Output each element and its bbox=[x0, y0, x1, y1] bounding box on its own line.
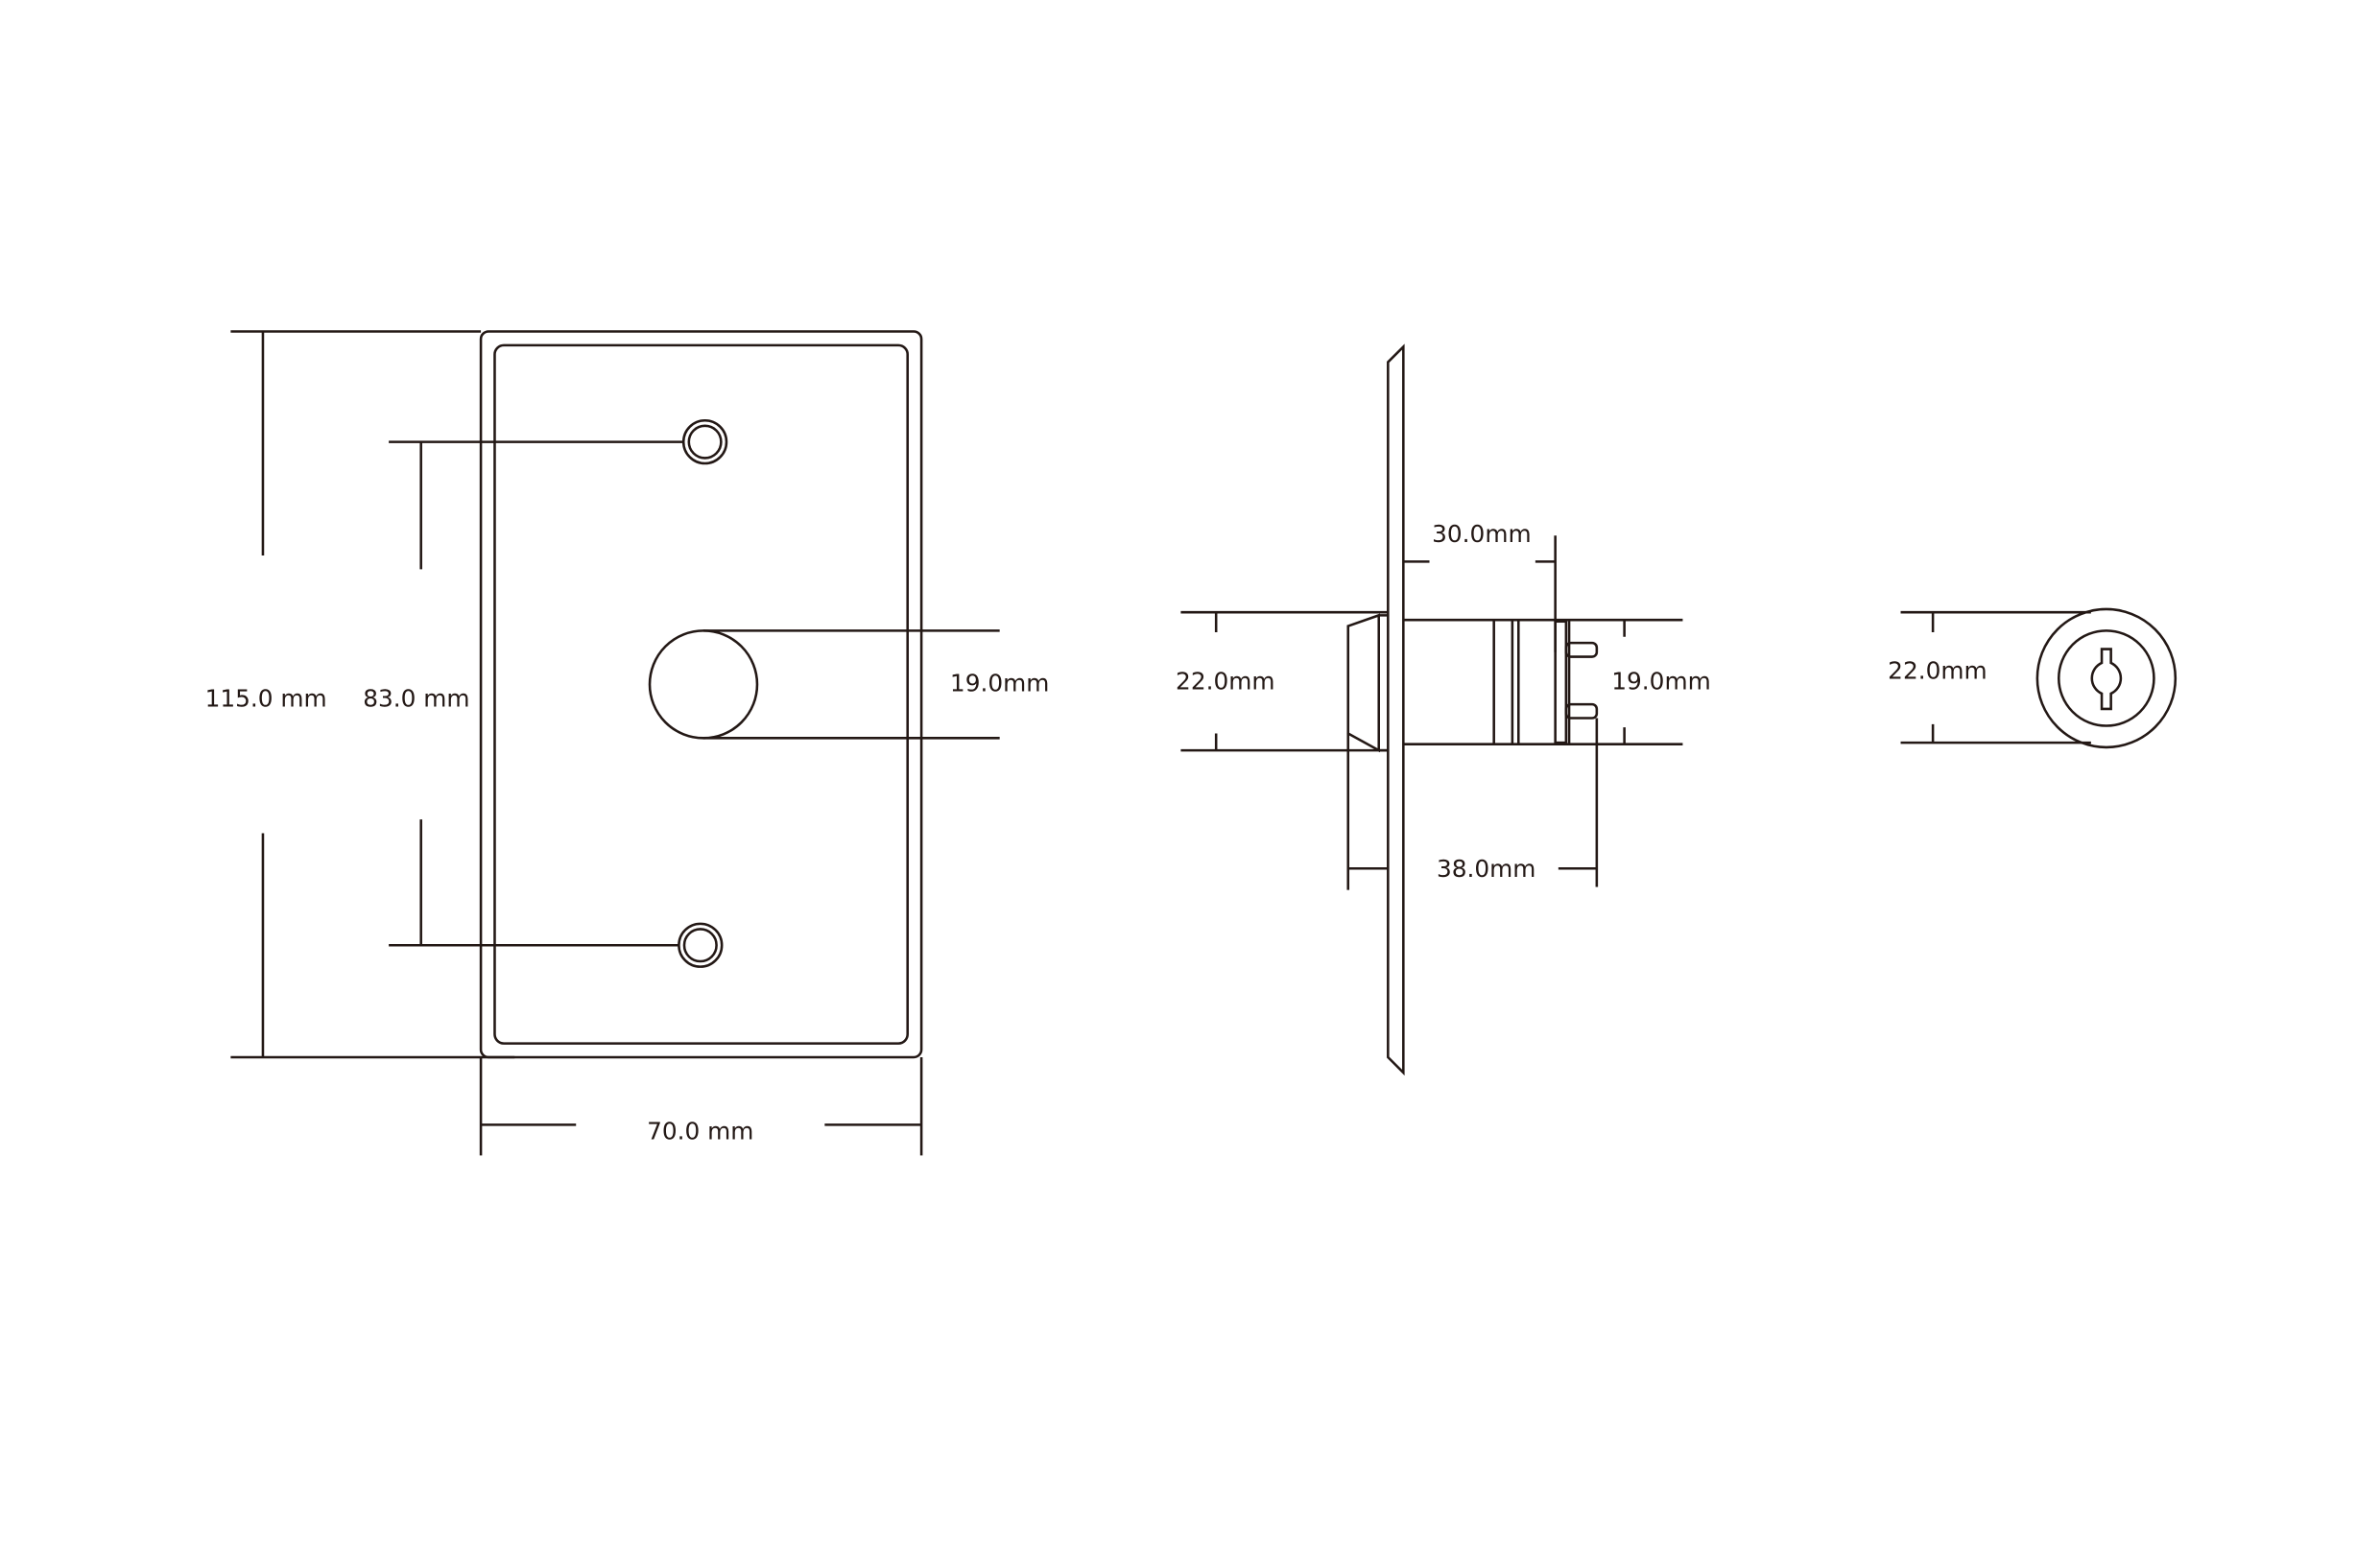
faceplate-profile bbox=[1387, 343, 1405, 1076]
cam-prong-bottom bbox=[1564, 702, 1599, 720]
body-length-dimension: 30.0mm bbox=[1403, 520, 1557, 652]
button-diameter-label: 19.0mm bbox=[950, 669, 1049, 697]
end-diameter-dimension: 22.0mm bbox=[1888, 610, 2091, 744]
width-dimension: 70.0 mm bbox=[479, 1056, 923, 1156]
front-view: 115.0 mm 83.0 mm 19.0mm 70.0 mm bbox=[205, 330, 1049, 1156]
key-switch-cutout bbox=[648, 629, 759, 740]
head-diameter-label: 22.0mm bbox=[1176, 668, 1274, 696]
faceplate-inner-edge bbox=[493, 343, 909, 1045]
body-diameter-dimension: 19.0mm bbox=[1611, 620, 1711, 744]
lock-body-profile bbox=[1403, 618, 1683, 745]
head-diameter-dimension: 22.0mm bbox=[1176, 610, 1389, 752]
lock-face-inner bbox=[2057, 629, 2155, 727]
height-label: 115.0 mm bbox=[205, 684, 327, 712]
lock-face-outer bbox=[2035, 607, 2178, 749]
width-label: 70.0 mm bbox=[647, 1117, 753, 1145]
keyhole-icon bbox=[2090, 648, 2123, 711]
side-view: 22.0mm 30.0mm 19.0mm 38.0mm bbox=[1176, 343, 1711, 1076]
cam-clip bbox=[1554, 620, 1568, 744]
end-diameter-label: 22.0mm bbox=[1888, 657, 1987, 685]
height-dimension: 115.0 mm bbox=[205, 330, 515, 1059]
top-screw-hole bbox=[681, 418, 728, 465]
lock-head-profile bbox=[1346, 613, 1389, 753]
button-diameter-dimension: 19.0mm bbox=[702, 629, 1049, 740]
faceplate-outline bbox=[479, 330, 923, 1059]
total-depth-dimension: 38.0mm bbox=[1346, 718, 1599, 890]
hole-spacing-dimension: 83.0 mm bbox=[363, 440, 684, 947]
total-depth-label: 38.0mm bbox=[1437, 855, 1535, 883]
end-view: 22.0mm bbox=[1888, 607, 2178, 749]
body-length-label: 30.0mm bbox=[1432, 520, 1531, 548]
cam-prong-top bbox=[1564, 641, 1599, 658]
bottom-screw-hole bbox=[678, 922, 724, 968]
body-diameter-label: 19.0mm bbox=[1611, 668, 1710, 696]
hole-spacing-label: 83.0 mm bbox=[363, 684, 469, 712]
